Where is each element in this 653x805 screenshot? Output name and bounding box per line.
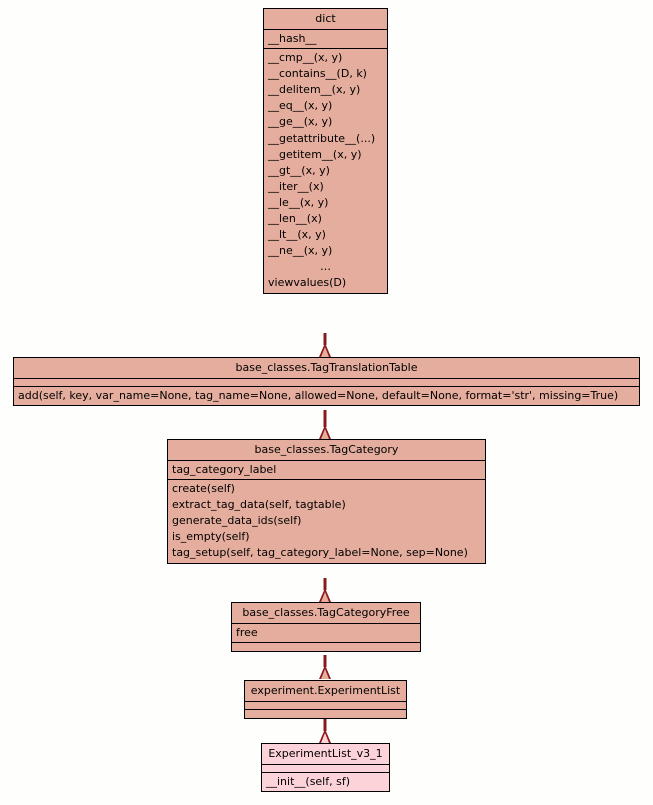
class-attribute: free [236,626,258,639]
class-box-tagcategoryfree[interactable]: base_classes.TagCategoryFree free [231,602,421,653]
class-method: __getitem__(x, y) [268,147,362,161]
class-name: base_classes.TagCategoryFree [242,606,410,619]
class-method: __lt__(x, y) [268,228,326,242]
class-methods-compartment: __init__(self, sf) [262,773,389,791]
class-methods-compartment: add(self, key, var_name=None, tag_name=N… [14,387,639,405]
class-methods-compartment: create(self) extract_tag_data(self, tagt… [168,480,485,562]
class-method: __eq__(x, y) [268,99,333,113]
class-attributes-compartment [245,702,406,710]
class-method: __init__(self, sf) [266,775,351,788]
class-title-compartment: ExperimentList_v3_1 [262,744,389,765]
class-method: __delitem__(x, y) [268,83,361,97]
class-method: is_empty(self) [172,530,250,544]
class-methods-compartment [245,710,406,718]
generalization-arrow-experimentlist-to-tagcategoryfree [318,655,332,679]
class-attributes-compartment: free [232,624,420,644]
class-box-tagcategory[interactable]: base_classes.TagCategory tag_category_la… [167,439,486,564]
class-method: create(self) [172,482,235,496]
class-box-dict[interactable]: dict __hash__ __cmp__(x, y) __contains__… [263,8,388,294]
class-attributes-compartment: tag_category_label [168,461,485,481]
class-attributes-compartment [262,765,389,773]
class-method-ellipsis: … [320,260,331,274]
class-methods-compartment: __cmp__(x, y) __contains__(D, k) __delit… [264,49,387,292]
class-title-compartment: experiment.ExperimentList [245,681,406,702]
class-attribute: tag_category_label [172,463,277,476]
class-method: add(self, key, var_name=None, tag_name=N… [18,389,619,402]
class-box-tagtranslationtable[interactable]: base_classes.TagTranslationTable add(sel… [13,357,640,407]
class-box-experimentlist[interactable]: experiment.ExperimentList [244,680,407,719]
class-method: viewvalues(D) [268,276,347,290]
class-method: __contains__(D, k) [268,67,367,81]
generalization-arrow-tagtranslationtable-to-dict [318,333,332,357]
class-title-compartment: base_classes.TagCategory [168,440,485,461]
class-method: __len__(x) [268,212,322,226]
class-name: ExperimentList_v3_1 [268,747,383,760]
class-method: __cmp__(x, y) [268,51,343,65]
class-box-experimentlist-v3-1[interactable]: ExperimentList_v3_1 __init__(self, sf) [261,743,390,793]
class-name: base_classes.TagCategory [254,443,399,456]
class-title-compartment: dict [264,9,387,30]
class-title-compartment: base_classes.TagTranslationTable [14,358,639,379]
class-method: __ne__(x, y) [268,244,333,258]
class-name: dict [315,12,336,25]
class-method: tag_setup(self, tag_category_label=None,… [172,546,468,560]
generalization-arrow-tagcategory-to-tagtranslationtable [318,410,332,439]
class-attribute: __hash__ [268,32,317,45]
class-attributes-compartment [14,379,639,387]
class-methods-compartment [232,643,420,651]
class-name: base_classes.TagTranslationTable [235,361,418,374]
generalization-arrow-tagcategoryfree-to-tagcategory [318,578,332,602]
class-method: __ge__(x, y) [268,115,333,129]
class-method: generate_data_ids(self) [172,514,302,528]
class-method: __gt__(x, y) [268,163,330,177]
class-method: extract_tag_data(self, tagtable) [172,498,346,512]
class-title-compartment: base_classes.TagCategoryFree [232,603,420,624]
class-method: __getattribute__(...) [268,131,376,145]
generalization-arrow-experimentlistv31-to-experimentlist [318,719,332,743]
class-attributes-compartment: __hash__ [264,30,387,50]
class-method: __iter__(x) [268,179,324,193]
class-name: experiment.ExperimentList [250,684,401,697]
class-method: __le__(x, y) [268,195,329,209]
